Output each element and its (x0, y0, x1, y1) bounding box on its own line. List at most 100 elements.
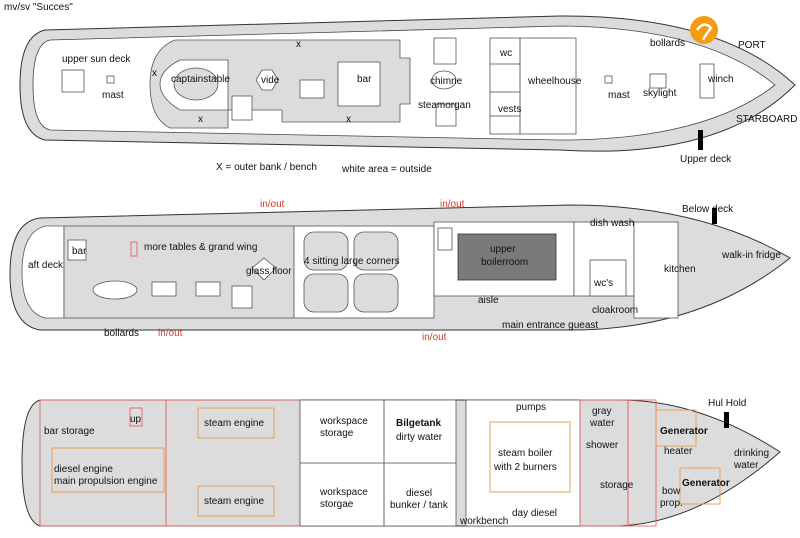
mast-fore-marker (604, 75, 613, 84)
dirty-water-label: dirty water (396, 432, 443, 443)
main-bar-label: bar (72, 246, 87, 257)
storage-label: storage (600, 480, 634, 491)
cloakroom-label: cloakroom (592, 305, 638, 316)
generator-1-label: Generator (660, 426, 708, 437)
wcs-room (589, 259, 627, 297)
steam-boiler-label-2: with 2 burners (493, 462, 557, 473)
hul-hold-label: Hul Hold (708, 398, 746, 409)
top-spiral-stair (231, 95, 253, 121)
top-bar-label: bar (357, 74, 372, 85)
upper-boilerroom-label-1: upper (490, 244, 516, 255)
workspace-storage-label-1b: storage (320, 428, 354, 439)
diesel-engine-label-1: diesel engine (54, 464, 113, 475)
legend-bench: X = outer bank / bench (216, 162, 317, 173)
day-diesel-label: day diesel (512, 508, 557, 519)
diesel-engine-label-2: main propulsion engine (54, 476, 158, 487)
bar-counter (337, 61, 381, 107)
below-deck-marker (712, 208, 717, 224)
walk-in-fridge-label: walk-in fridge (721, 250, 781, 261)
steam-engine-label-2: steam engine (204, 496, 264, 507)
steamorgan-box (435, 103, 457, 127)
main-entrance-label: main entrance gueast (502, 320, 598, 331)
top-deck: upper sun deck mast captainstable vide b… (19, 15, 798, 175)
upper-boilerroom (457, 233, 557, 281)
up-hatch (129, 407, 143, 427)
workspace-storage-label-2b: storgae (320, 499, 354, 510)
shower-label: shower (586, 440, 619, 451)
skylight-label: skylight (643, 88, 677, 99)
mast-aft-marker (106, 75, 115, 84)
lower-deck: Hul Hold bar storage up diesel engine ma… (21, 398, 781, 527)
winch-box (699, 63, 715, 99)
bilgetank-label: Bilgetank (396, 418, 441, 429)
main-table (151, 281, 177, 297)
captainstable-label: captainstable (171, 74, 230, 85)
upper-deck-label: Upper deck (680, 154, 732, 165)
wheelhouse-label: wheelhouse (527, 76, 582, 87)
generator-1-outline (655, 409, 697, 447)
main-deck-aft-outside (21, 225, 65, 319)
legend-white-area: white area = outside (341, 164, 432, 175)
steam-boiler-label-1: steam boiler (498, 448, 553, 459)
workbench-label: workbench (459, 516, 508, 527)
sitting-corner (353, 273, 399, 313)
in-out-label: in/out (260, 199, 285, 210)
winch-label: winch (707, 74, 734, 85)
kitchen-label: kitchen (664, 264, 696, 275)
generator-2-label: Generator (682, 478, 730, 489)
in-out-label: in/out (440, 199, 465, 210)
bar-storage-label: bar storage (44, 426, 95, 437)
chimney-label: chimne (430, 76, 463, 87)
wc-label: wc (499, 48, 512, 59)
aisle-label: aisle (478, 295, 499, 306)
dish-wash-label: dish wash (590, 218, 634, 229)
top-table (299, 79, 325, 99)
steam-engine-1-outline (197, 407, 275, 439)
more-tables-label: more tables & grand wing (144, 242, 257, 253)
steam-boiler-outline (489, 421, 571, 493)
aft-deck-label: aft deck (28, 260, 64, 271)
workspace-storage-label-2a: workspace (319, 487, 368, 498)
diesel-bunker-label-2: bunker / tank (390, 500, 449, 511)
vests-label: vests (498, 104, 521, 115)
sitting-corner (353, 231, 399, 271)
below-deck-label: Below deck (682, 204, 734, 215)
upper-boilerroom-label-2: boilerroom (481, 257, 528, 268)
main-table (195, 281, 221, 297)
skylight-box (649, 73, 667, 89)
pumps-label: pumps (516, 402, 546, 413)
drinking-water-label-1: drinking (734, 448, 769, 459)
bow-prop-label-2: prop. (660, 498, 683, 509)
mast-fore-label: mast (608, 90, 630, 101)
main-stair (437, 227, 453, 251)
aft-stair (67, 239, 87, 261)
drinking-water-label-2: water (733, 460, 759, 471)
captainstable (173, 67, 219, 101)
glass-floor-label: glass floor (246, 266, 292, 277)
main-spiral-stair (231, 285, 253, 309)
orange-swirl-logo-icon (690, 16, 718, 44)
mid-bulkhead (627, 399, 657, 527)
vide-opening (255, 69, 279, 91)
top-bollards-label: bollards (650, 38, 685, 49)
gray-water-label-1: gray (592, 406, 611, 417)
steam-engine-2-outline (197, 485, 275, 517)
heater-label: heater (664, 446, 693, 457)
glass-floor (251, 257, 277, 281)
diesel-engine-outline (51, 447, 165, 493)
grand-wing-marker (130, 241, 138, 257)
gray-water-label-2: water (589, 418, 615, 429)
bow-prop-label-1: bow (662, 486, 681, 497)
top-stair (433, 37, 457, 65)
generator-2-outline (679, 467, 721, 505)
plan-title: mv/sv "Succes" (4, 2, 73, 13)
logo (690, 16, 718, 44)
bench-mark: x (152, 68, 157, 79)
chimney-top (431, 70, 457, 90)
sitting-corner (303, 273, 349, 313)
port-label: PORT (738, 40, 766, 51)
sitting-corners-label: 4 sitting large corners (304, 256, 400, 267)
main-deck: bar more tables & grand wing aft deck gl… (9, 199, 791, 343)
wcs-label: wc's (593, 278, 613, 289)
